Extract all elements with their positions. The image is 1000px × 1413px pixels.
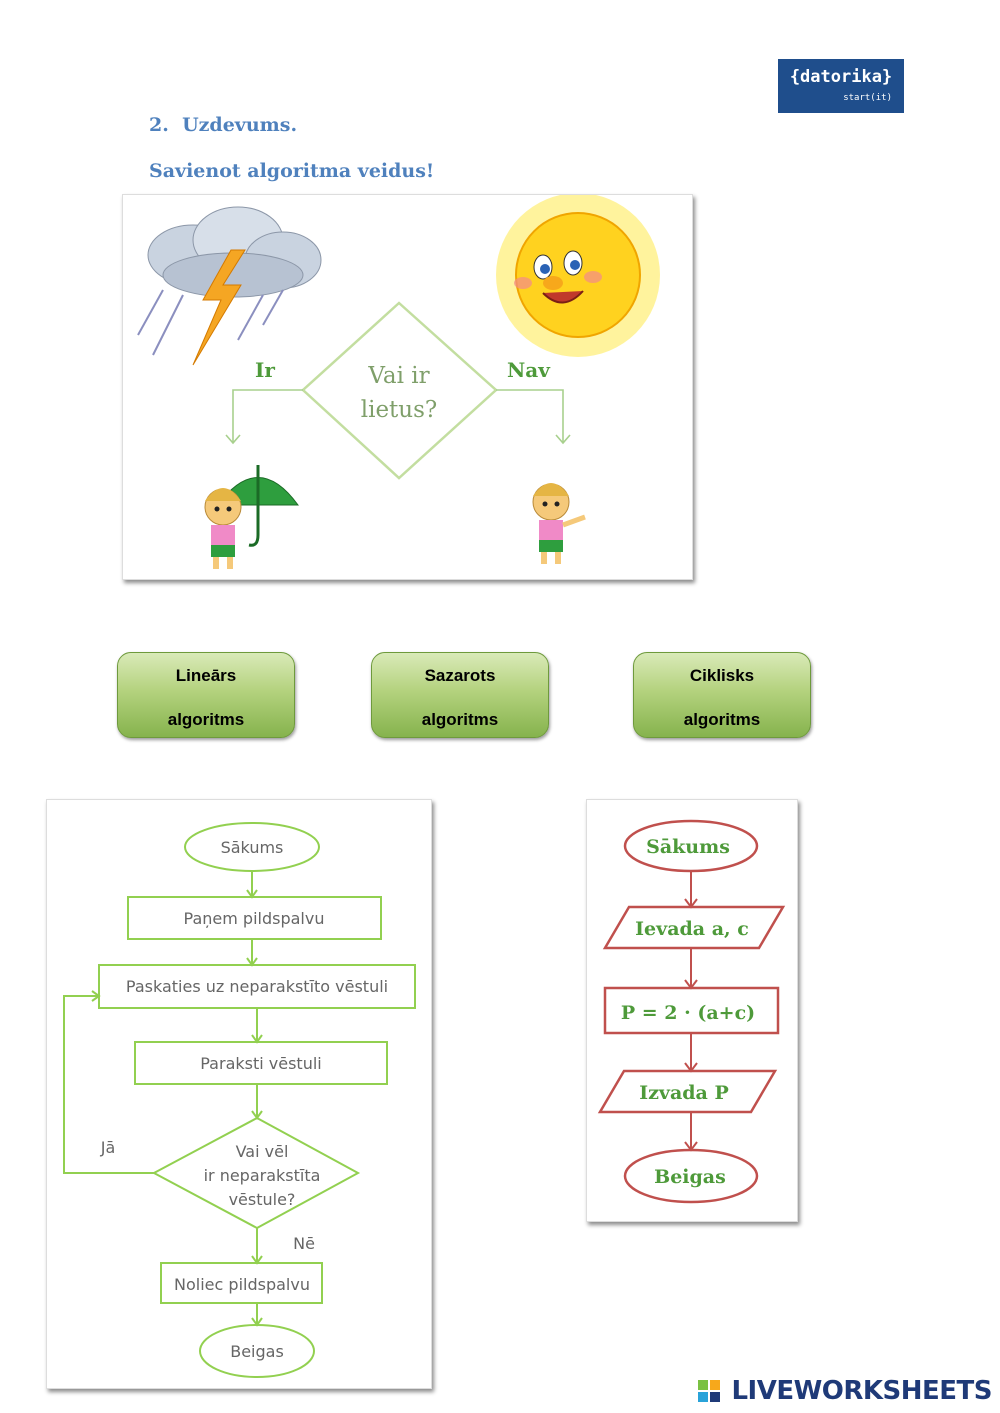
sun-icon [496, 193, 660, 357]
category-cyclic-algorithm[interactable]: Ciklisks algoritms [633, 652, 811, 738]
condition-line1: Vai ir [367, 363, 429, 389]
letter-flowchart-panel[interactable]: Sākums Paņem pildspalvu Paskaties uz nep… [46, 799, 432, 1389]
input-label: Ievada a, c [635, 918, 749, 940]
step1-label: Paņem pildspalvu [184, 909, 325, 928]
liveworksheets-logo-icon [698, 1380, 720, 1402]
exit-no-label: Nē [293, 1234, 315, 1253]
condition-line2: lietus? [361, 397, 438, 423]
perimeter-flowchart-panel[interactable]: Sākums Ievada a, c P = 2 · (a+c) Izvada … [586, 799, 798, 1222]
output-parallelogram [597, 1069, 778, 1114]
category-label-line1: Lineārs [175, 666, 237, 685]
girl-with-umbrella-icon [204, 465, 299, 569]
step-box [134, 1041, 388, 1085]
no-label: Nav [507, 358, 551, 382]
start-label: Sākums [221, 838, 284, 857]
rain-decision-diamond [301, 301, 498, 480]
liveworksheets-brand: LIVEWORKSHEETS [731, 1376, 992, 1406]
logo-tagline: start(it) [843, 93, 892, 103]
step-box [98, 964, 416, 1009]
category-label-line2: algoritms [421, 710, 499, 729]
decision-line3: vēstule? [229, 1190, 296, 1209]
task-number: 2. [149, 114, 169, 136]
end-label: Beigas [230, 1342, 284, 1361]
start-label: Sākums [646, 836, 730, 858]
process-label: P = 2 · (a+c) [621, 1002, 755, 1024]
task-title: Uzdevums. [182, 114, 298, 136]
category-label-line1: Ciklisks [689, 666, 755, 685]
step3-label: Paraksti vēstuli [200, 1054, 321, 1073]
step-box [160, 1262, 323, 1304]
task-heading: 2. Uzdevums. [149, 114, 297, 136]
output-label: Izvada P [639, 1082, 729, 1104]
step-box [127, 896, 382, 940]
decision-line1: Vai vēl [236, 1142, 289, 1161]
loop-yes-label: Jā [100, 1138, 116, 1157]
category-branching-algorithm[interactable]: Sazarots algoritms [371, 652, 549, 738]
input-parallelogram [602, 905, 786, 950]
yes-label: Ir [255, 358, 275, 382]
process-box [603, 986, 780, 1035]
category-linear-algorithm[interactable]: Lineārs algoritms [117, 652, 295, 738]
weather-flowchart-panel[interactable]: Vai ir lietus? Ir Nav [122, 193, 693, 580]
storm-cloud-icon [137, 206, 322, 366]
decision-line2: ir neparakstīta [204, 1166, 321, 1185]
category-label-line2: algoritms [683, 710, 761, 729]
logo-brand: {datorika} [789, 67, 893, 87]
task-instruction: Savienot algoritma veidus! [149, 160, 435, 182]
end-label: Beigas [654, 1166, 726, 1188]
step2-label: Paskaties uz neparakstīto vēstuli [126, 977, 388, 996]
datorika-logo: {datorika} start(it) [778, 59, 904, 113]
step4-label: Noliec pildspalvu [174, 1275, 310, 1294]
category-label-line2: algoritms [167, 710, 245, 729]
girl-icon [532, 483, 586, 564]
category-label-line1: Sazarots [424, 666, 496, 685]
